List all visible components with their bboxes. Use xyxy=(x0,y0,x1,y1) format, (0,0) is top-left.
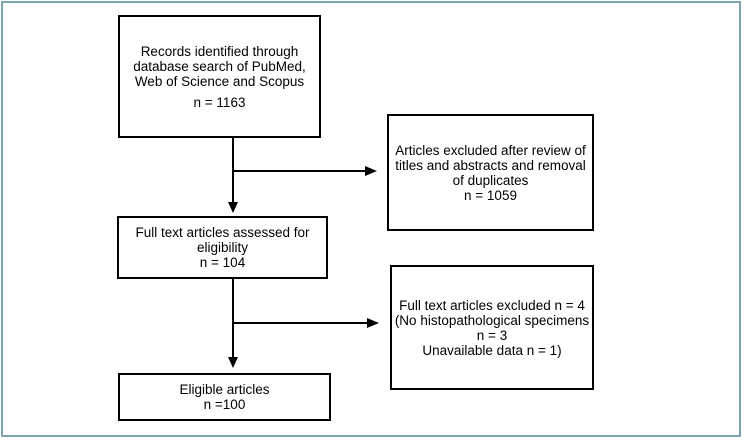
box-text-line: Articles excluded after review of xyxy=(395,142,586,158)
flow-box-eligible-articles: Eligible articles n =100 xyxy=(118,373,331,421)
flow-box-full-text-excluded: Full text articles excluded n = 4 (No hi… xyxy=(390,265,594,390)
arrow-to-full-text-excluded xyxy=(233,318,379,328)
box-text-line: titles and abstracts and removal xyxy=(395,157,586,173)
box-text-line: eligibility xyxy=(196,240,249,255)
box-count: n = 104 xyxy=(199,255,246,270)
arrow-fulltext-to-eligible xyxy=(228,278,238,368)
box-text-line: Full text articles excluded n = 4 xyxy=(399,297,585,313)
box-text-line: (No histopathological specimens xyxy=(394,312,590,328)
box-text-line: database search of PubMed, xyxy=(133,58,306,74)
box-count: n = 1059 xyxy=(464,187,517,203)
arrow-records-to-fulltext xyxy=(228,137,238,213)
box-text-line: Eligible articles xyxy=(179,382,270,397)
flow-box-full-text-assessed: Full text articles assessed for eligibil… xyxy=(117,216,328,279)
box-text-line: of duplicates xyxy=(452,172,529,188)
flow-box-records-identified: Records identified through database sear… xyxy=(118,15,321,138)
box-text-line: Full text articles assessed for xyxy=(135,225,310,240)
box-text-line: Web of Science and Scopus xyxy=(134,73,305,89)
box-count: n = 1163 xyxy=(193,94,246,110)
box-text-line: Records identified through xyxy=(140,43,299,59)
box-text-line: n = 3 xyxy=(476,327,508,343)
box-count: n =100 xyxy=(203,397,246,412)
flow-box-excluded-titles-abstracts: Articles excluded after review of titles… xyxy=(387,114,594,231)
box-text-line: Unavailable data n = 1) xyxy=(422,342,562,358)
arrow-to-excluded-titles-abstracts xyxy=(233,166,377,176)
